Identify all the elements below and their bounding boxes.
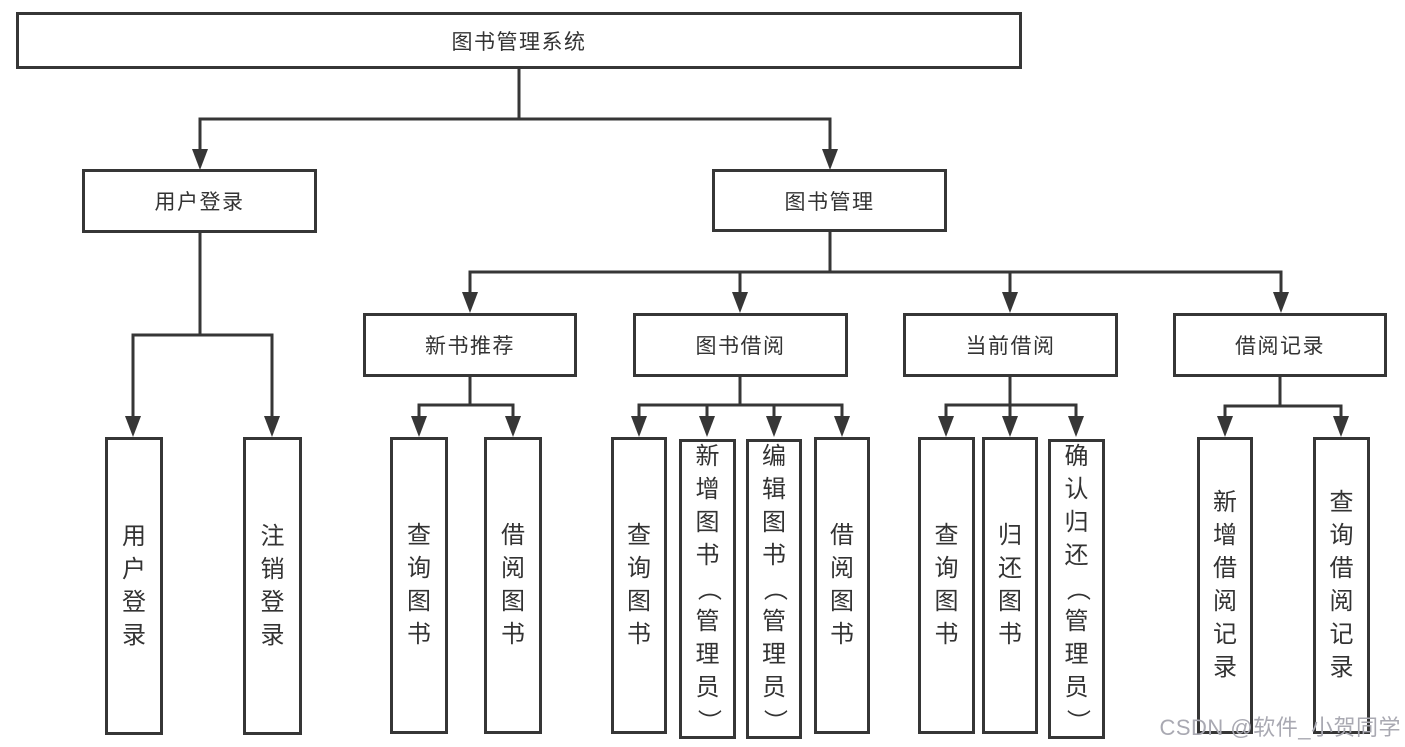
node-borrowing-query-books: 查询图书: [611, 437, 667, 734]
node-library-system: 图书管理系统: [16, 12, 1022, 69]
arrowhead-icons: [125, 149, 1349, 437]
node-borrowing-borrow-books: 借阅图书: [814, 437, 870, 734]
node-current-borrowing: 当前借阅: [903, 313, 1118, 377]
node-return-books: 归还图书: [982, 437, 1038, 734]
node-login: 用户登录: [105, 437, 163, 735]
node-recommend-borrow-books: 借阅图书: [484, 437, 542, 734]
node-current-query-books: 查询图书: [918, 437, 975, 734]
node-add-borrow-record: 新增借阅记录: [1197, 437, 1253, 734]
node-book-borrowing: 图书借阅: [633, 313, 848, 377]
node-confirm-return-admin: 确认归还（管理员）: [1048, 439, 1105, 739]
node-borrowing-records: 借阅记录: [1173, 313, 1387, 377]
node-new-book-recommend: 新书推荐: [363, 313, 577, 377]
csdn-watermark: CSDN @软件_小贺同学: [1159, 715, 1401, 740]
node-edit-book-admin: 编辑图书（管理员）: [746, 439, 802, 739]
node-user-login: 用户登录: [82, 169, 317, 233]
node-logout: 注销登录: [243, 437, 302, 735]
node-add-book-admin: 新增图书（管理员）: [679, 439, 736, 739]
node-query-borrow-record: 查询借阅记录: [1313, 437, 1370, 734]
node-book-management: 图书管理: [712, 169, 947, 232]
node-recommend-query-books: 查询图书: [390, 437, 448, 734]
